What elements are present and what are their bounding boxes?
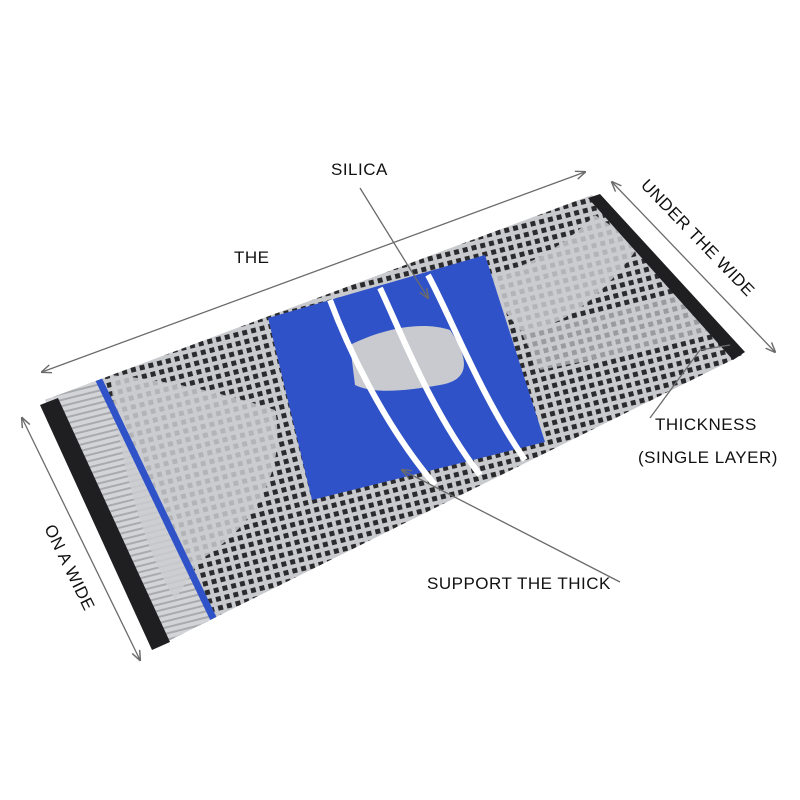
under-wide-arrow-icon xyxy=(612,182,775,352)
label-length: THE xyxy=(234,248,270,267)
label-single-layer: (SINGLE LAYER) xyxy=(638,448,778,467)
grey-panel-left xyxy=(110,375,278,600)
on-wide-arrow-icon xyxy=(22,418,140,660)
dimension-lines xyxy=(22,172,775,660)
label-thickness: THICKNESS xyxy=(655,415,757,434)
label-silica: SILICA xyxy=(331,160,388,179)
label-support-the-thick: SUPPORT THE THICK xyxy=(427,574,611,593)
label-on-a-wide: ON A WIDE xyxy=(40,521,98,613)
support-pointer-icon xyxy=(402,470,621,583)
thickness-leader xyxy=(649,349,701,419)
silica-pointer-icon xyxy=(359,187,428,298)
thickness-leader-tip xyxy=(699,344,731,351)
length-arrow-icon xyxy=(42,172,585,372)
